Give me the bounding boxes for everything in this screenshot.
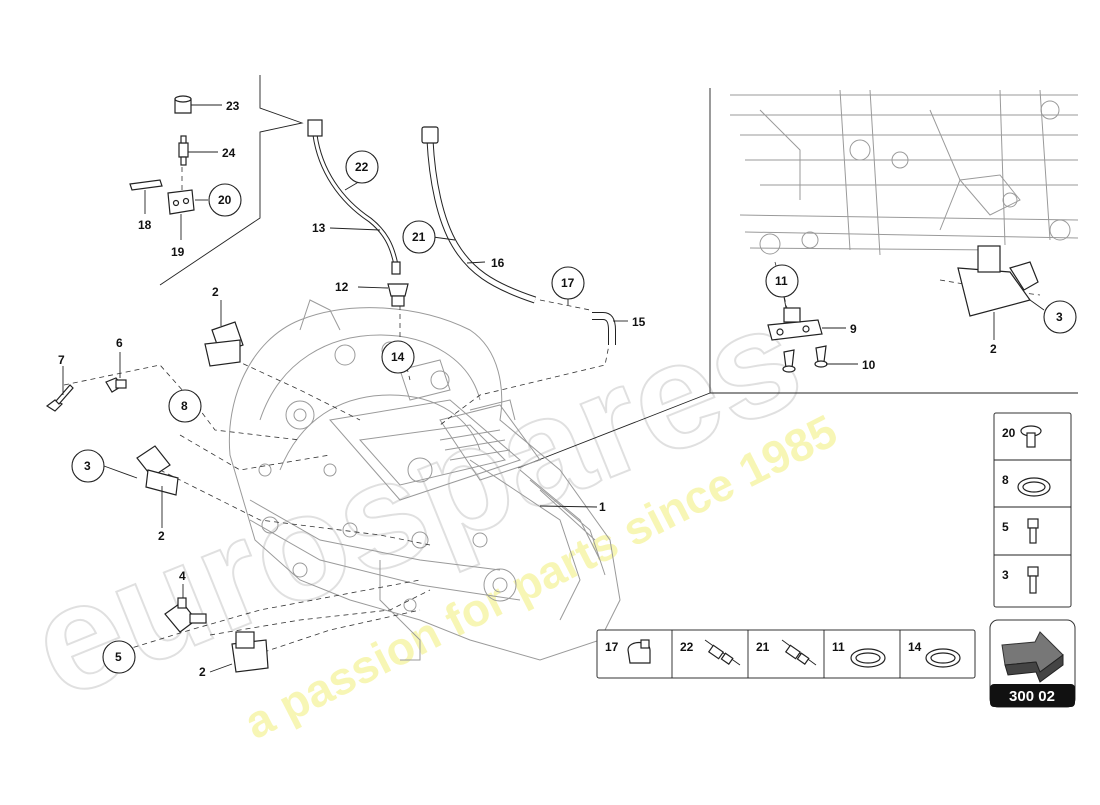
label-6: 6 [116,336,123,350]
part-16-pipe [421,126,537,304]
callout-17-circle [551,266,585,300]
part-2-sensor-middle [136,445,179,496]
label-18: 18 [138,218,152,232]
label-10: 10 [862,358,876,372]
seal-ring-icon [850,648,886,668]
part-9-bracket [767,307,823,341]
label-16: 16 [491,256,505,270]
part-2-sensor-inset [957,245,1039,317]
label-3-inset: 3 [1056,310,1063,324]
direction-arrow-icon [1001,631,1064,683]
legend-bottom-17: 17 [605,640,619,654]
callout-11-circle [765,264,799,298]
label-8: 8 [181,399,188,413]
label-2-upper: 2 [212,285,219,299]
hose-clamp-icon [627,639,651,664]
label-11: 11 [775,274,788,288]
label-1: 1 [599,500,606,514]
callout-8-circle [168,389,202,423]
part-12-fitting [387,283,409,307]
part-18-19-bracket [129,179,195,215]
label-4: 4 [179,569,186,583]
part-15-elbow [592,312,616,345]
callout-3-inset-circle [1043,300,1077,334]
callout-21-circle [402,220,436,254]
socket-bolt-icon-2 [1027,566,1039,594]
diagram-code: 300 02 [1009,688,1055,705]
label-19: 19 [171,245,185,259]
label-22: 22 [355,160,369,174]
flange-bolt-icon [1020,425,1042,448]
legend-right-3: 3 [1002,568,1009,582]
legend-bottom-11: 11 [832,640,845,654]
part-2-sensor-upper [204,321,244,367]
part-13-pipe [307,119,401,275]
label-15: 15 [632,315,646,329]
label-12: 12 [335,280,349,294]
callout-22-circle [345,150,379,184]
legend-bottom-21: 21 [756,640,770,654]
legend-right-5: 5 [1002,520,1009,534]
socket-bolt-icon [1027,518,1039,544]
label-21: 21 [412,230,426,244]
part-6-plug [105,377,127,393]
label-20: 20 [218,193,232,207]
inset-pointer-line [517,392,711,469]
union-fitting-icon-2 [781,639,817,666]
callout-20-circle [208,183,242,217]
callout-circles [71,150,1077,674]
legend-right-8: 8 [1002,473,1009,487]
o-ring-icon [1017,477,1051,497]
label-24: 24 [222,146,236,160]
callout-5-circle [102,640,136,674]
part-24-bleeder-valve [178,135,189,166]
legend-right-column: 20 8 5 3 [993,412,1072,608]
inset-transmission-detail [730,89,1079,256]
transmission-housing [228,299,621,661]
part-10-screws [782,345,828,373]
legend-bottom-row: 17 22 21 11 14 [596,629,976,679]
label-2-middle: 2 [158,529,165,543]
part-number-labels: 23 24 20 18 19 22 13 21 16 17 12 15 14 2… [58,99,1063,679]
part-23-cap [174,95,192,114]
legend-bottom-22: 22 [680,640,694,654]
label-23: 23 [226,99,240,113]
label-17: 17 [561,276,575,290]
label-3: 3 [84,459,91,473]
seal-ring-icon-2 [925,648,961,668]
label-14: 14 [391,350,405,364]
label-13: 13 [312,221,326,235]
label-2-lower: 2 [199,665,206,679]
legend-right-20: 20 [1002,426,1016,440]
callout-3-circle [71,449,105,483]
label-7: 7 [58,353,65,367]
part-4-speed-sensor [164,597,207,633]
union-fitting-icon [704,639,741,666]
label-5: 5 [115,650,122,664]
part-2-sensor-lower [231,631,269,673]
detail-separator-line [159,75,304,286]
leader-lines [62,104,1045,673]
label-9: 9 [850,322,857,336]
legend-bottom-14: 14 [908,640,922,654]
part-7-bolt [45,384,74,412]
diagram-code-badge: 300 02 [989,619,1076,708]
callout-14-circle [381,340,415,374]
label-2-inset: 2 [990,342,997,356]
